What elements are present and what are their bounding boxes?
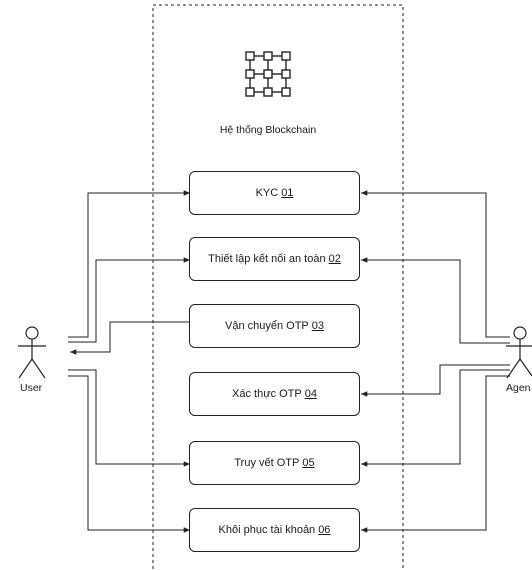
blockchain-grid-icon	[245, 51, 291, 97]
use-case-number: 02	[328, 253, 341, 265]
agent-actor-icon	[506, 326, 532, 379]
system-title: Hệ thống Blockchain	[219, 124, 317, 136]
user-actor-icon	[18, 326, 46, 379]
use-case-number: 04	[304, 388, 317, 400]
user-actor-label: User	[20, 382, 43, 394]
use-case-label: Truy vết OTP	[234, 457, 300, 469]
use-case-number: 05	[302, 457, 315, 469]
system-boundary	[152, 4, 404, 570]
agent-connectors	[361, 190, 510, 533]
use-case-number: 06	[318, 524, 331, 536]
use-case-label: Khôi phục tài khoản	[218, 524, 316, 536]
use-case-label: Vận chuyển OTP	[224, 320, 309, 332]
use-case-number: 03	[311, 320, 325, 332]
use-case-label: Xác thực OTP	[232, 388, 302, 400]
user-connectors	[68, 190, 190, 533]
agent-actor-label: Agen	[506, 382, 531, 394]
use-case-label: KYC	[255, 187, 279, 199]
use-case-number: 01	[281, 187, 294, 199]
use-case-label: Thiết lập kết nối an toàn	[208, 253, 326, 265]
